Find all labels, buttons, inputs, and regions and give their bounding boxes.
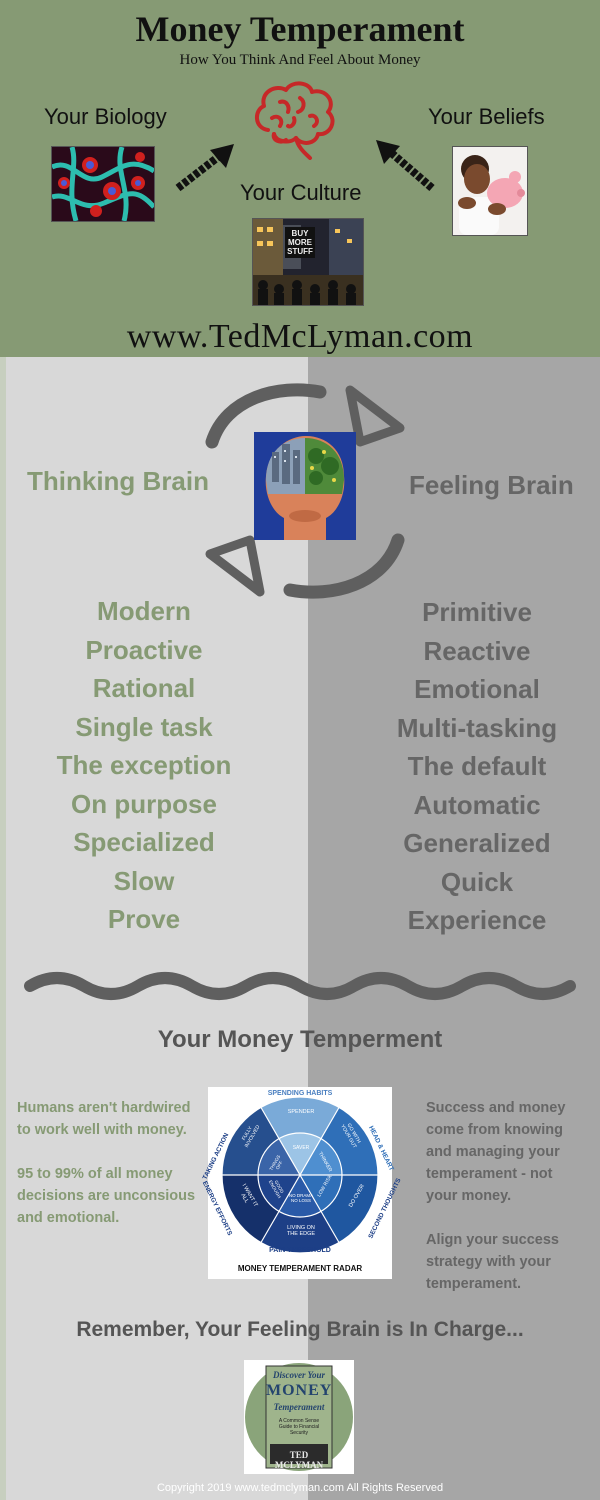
radar-inner-label: SAVER [292, 1145, 310, 1151]
arrow-right-up-icon [175, 144, 234, 192]
feeling-trait: Generalized [403, 828, 551, 858]
radar-bottom-label: PAIN THRESHOLD [269, 1247, 331, 1254]
right-info-para-1: Success and money come from knowing and … [426, 1100, 566, 1204]
radar-caption: MONEY TEMPERAMENT RADAR [237, 1264, 363, 1273]
culture-sign: BUY MORE STUFF [285, 227, 315, 258]
feeling-brain-panel [308, 357, 600, 1500]
left-info-para-2: 95 to 99% of all money decisions are unc… [17, 1166, 196, 1226]
thinking-trait: Prove [107, 904, 181, 934]
culture-sign-line-3: STUFF [287, 247, 313, 256]
city-nature-brain-image [254, 432, 356, 540]
book-author: TED MCLYMAN [274, 1450, 324, 1470]
book-title-line-2: MONEY [266, 1382, 333, 1399]
wavy-divider [24, 972, 576, 1000]
arrow-left-up-icon [376, 140, 435, 192]
book-subtitle: A Common Sense Guide to Financial Securi… [278, 1418, 320, 1436]
book-cover-image[interactable]: Discover Your MONEY Temperament A Common… [244, 1360, 354, 1474]
feeling-trait: Emotional [414, 674, 540, 704]
right-info-text: Success and money come from knowing and … [426, 1097, 586, 1295]
thinking-trait: Modern [97, 596, 191, 626]
radar-segment-label: LIVING ON THE EDGE [286, 1225, 316, 1237]
page-title: Money Temperament [135, 9, 465, 49]
right-info-para-2: Align your success strategy with your te… [426, 1232, 559, 1292]
thinking-trait: Proactive [85, 634, 203, 665]
feeling-brain-title: Feeling Brain [409, 470, 574, 500]
feeling-trait: Quick [440, 866, 514, 897]
feeling-trait: Multi-tasking [396, 712, 558, 743]
culture-sign-line-2: MORE [288, 238, 312, 247]
thinking-trait: On purpose [71, 788, 217, 819]
biology-cells-image [51, 146, 155, 222]
beliefs-child-piggybank-image [452, 146, 528, 236]
culture-sign-line-1: BUY [291, 229, 309, 238]
radar-top-label: SPENDING HABITS [267, 1090, 333, 1097]
feeling-trait: The default [407, 751, 547, 781]
culture-street-image: BUY MORE STUFF [252, 218, 364, 306]
page-subtitle: How You Think And Feel About Money [179, 52, 421, 68]
copyright-text: Copyright 2019 www.tedmclyman.com All Ri… [156, 1482, 444, 1494]
thinking-traits-list: Modern Proactive Rational Single task Th… [0, 592, 288, 939]
remember-text: Remember, Your Feeling Brain is In Charg… [76, 1318, 524, 1341]
feeling-trait: Automatic [413, 789, 541, 820]
thinking-trait: Single task [75, 711, 213, 742]
money-temperament-radar: SPENDING HABITS TAKING ACTION HEAD & HEA… [201, 1087, 403, 1279]
radar-inner-label: NO DRAMA NO LOSS [288, 1193, 314, 1203]
website-link[interactable]: www.TedMcLyman.com [126, 318, 474, 355]
feeling-traits-list: Primitive Reactive Emotional Multi-taski… [360, 593, 594, 940]
book-title-line-1: Discover Your [272, 1370, 326, 1380]
feeling-trait: Experience [407, 905, 547, 935]
thinking-trait: Specialized [73, 827, 215, 857]
beliefs-label: Your Beliefs [428, 104, 545, 129]
thinking-brain-panel [0, 357, 308, 1500]
brain-icon [255, 81, 335, 160]
thinking-trait: Slow [113, 865, 175, 896]
radar-segment-label: SPENDER [287, 1109, 315, 1115]
left-info-para-1: Humans aren't hardwired to work well wit… [17, 1100, 191, 1138]
temperament-heading: Your Money Temperment [157, 1026, 443, 1053]
feeling-trait: Reactive [423, 635, 531, 666]
thinking-trait: Rational [92, 673, 196, 703]
cycle-arrows-icon [205, 383, 405, 599]
thinking-brain-title: Thinking Brain [27, 466, 209, 496]
culture-label: Your Culture [240, 180, 362, 205]
left-edge-strip [0, 357, 6, 1500]
book-title-line-3: Temperament [273, 1402, 325, 1412]
biology-label: Your Biology [44, 104, 167, 129]
feeling-trait: Primitive [422, 597, 532, 627]
thinking-trait: The exception [56, 750, 232, 780]
left-info-text: Humans aren't hardwired to work well wit… [17, 1097, 197, 1229]
